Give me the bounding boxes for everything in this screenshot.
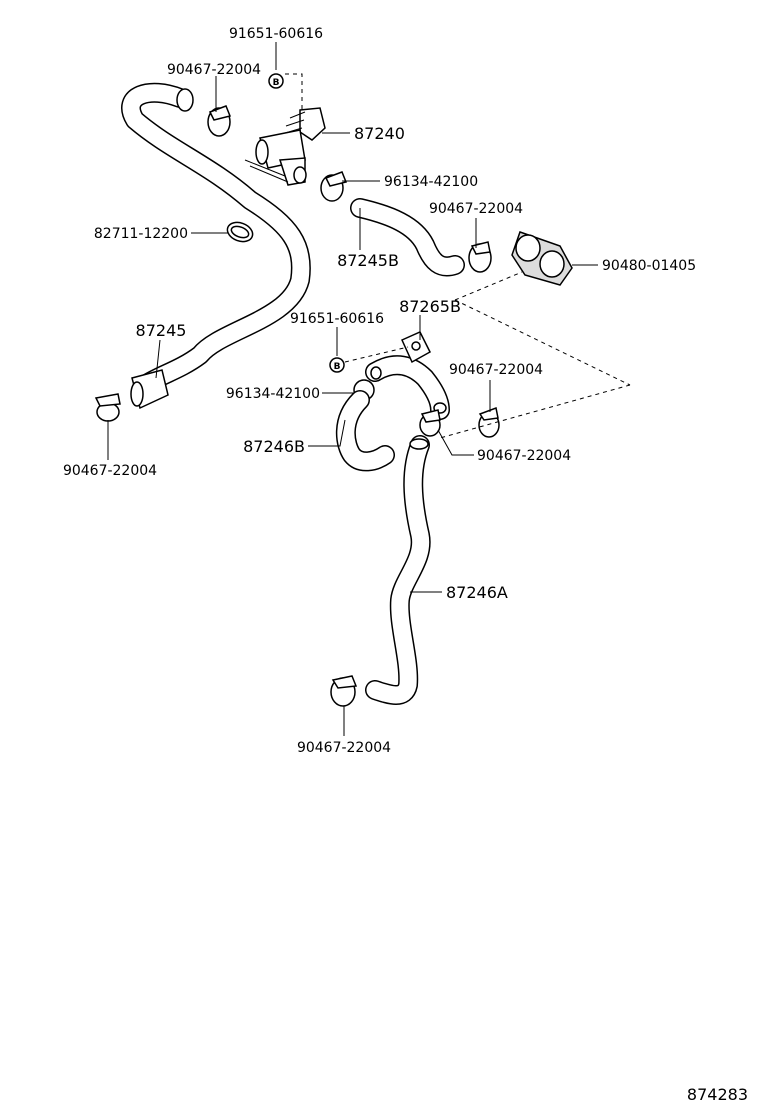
label-90467-22004-left: 90467-22004 xyxy=(63,463,157,479)
grommet-90480-01405 xyxy=(511,231,573,286)
label-90480-01405: 90480-01405 xyxy=(602,258,696,274)
clamp-96134-top xyxy=(320,171,348,202)
svg-text:B: B xyxy=(334,362,341,372)
label-87240: 87240 xyxy=(354,124,405,143)
hose-87246B xyxy=(335,390,395,472)
clamp-90467-mid2 xyxy=(419,409,441,437)
leader-lines xyxy=(107,42,598,736)
reference-code: 874283 xyxy=(687,1085,748,1104)
hose-87245 xyxy=(121,82,311,410)
clip-82711-12200 xyxy=(226,221,254,243)
bolt-marker-mid: B xyxy=(329,357,345,373)
hose-87245B xyxy=(350,198,465,277)
label-87246B: 87246B xyxy=(243,437,305,456)
label-90467-22004-top: 90467-22004 xyxy=(167,62,261,78)
clamp-90467-mid xyxy=(478,406,500,438)
heater-valve-87240 xyxy=(244,107,326,186)
label-87245: 87245 xyxy=(136,321,187,340)
clamp-90467-right xyxy=(468,241,492,273)
label-90467-22004-mid2: 90467-22004 xyxy=(477,448,571,464)
svg-text:B: B xyxy=(273,78,280,88)
pipe-87265B xyxy=(365,331,450,420)
label-82711-12200: 82711-12200 xyxy=(94,226,188,242)
label-90467-22004-bottom: 90467-22004 xyxy=(297,740,391,756)
hose-87246A xyxy=(365,435,431,705)
clamp-90467-top xyxy=(207,105,232,137)
label-91651-60616-top: 91651-60616 xyxy=(229,26,323,42)
label-87265B: 87265B xyxy=(399,297,461,316)
label-91651-60616-mid: 91651-60616 xyxy=(290,311,384,327)
label-96134-42100-top: 96134-42100 xyxy=(384,174,478,190)
label-90467-22004-mid: 90467-22004 xyxy=(449,362,543,378)
clamp-90467-bottom xyxy=(330,675,358,707)
label-96134-42100-mid: 96134-42100 xyxy=(226,386,320,402)
reference-lines xyxy=(285,73,631,439)
label-87246A: 87246A xyxy=(446,583,508,602)
clamp-90467-left xyxy=(94,393,121,422)
label-90467-22004-right: 90467-22004 xyxy=(429,201,523,217)
bolt-marker-top: B xyxy=(268,73,284,89)
label-87245B: 87245B xyxy=(337,251,399,270)
